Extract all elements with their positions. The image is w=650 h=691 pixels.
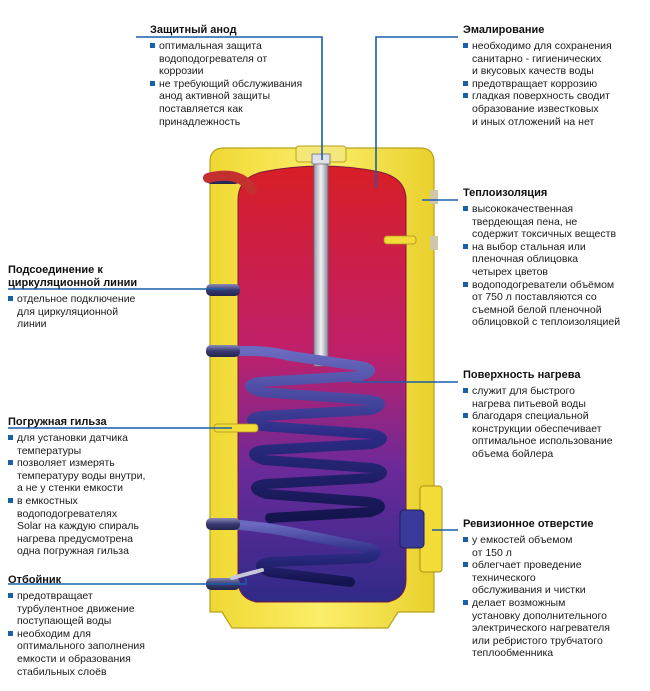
bullet-icon — [463, 388, 468, 393]
callout-title: Погружная гильза — [8, 416, 107, 428]
baffle — [230, 568, 264, 580]
bullet-icon — [463, 80, 468, 86]
leader-lines — [8, 36, 458, 585]
bullet-icon — [150, 43, 155, 48]
bullet-icon — [463, 206, 468, 211]
bullet-icon — [8, 435, 13, 440]
bullet-icon — [8, 296, 13, 301]
callout-title: Теплоизоляция — [463, 187, 548, 199]
anode-rod — [313, 159, 329, 367]
bullet-icon — [463, 43, 468, 48]
bullet-icon — [463, 243, 468, 249]
callout-title: Защитный анод — [150, 24, 237, 36]
bullet-icon — [463, 93, 468, 99]
callout-title: Эмалирование — [463, 24, 545, 36]
bullet-icon — [463, 413, 468, 419]
bullet-icon — [463, 562, 468, 568]
bullet-icon — [8, 497, 13, 503]
bullet-icon — [463, 599, 468, 605]
bullet-icon — [8, 630, 13, 636]
bullet-icon — [463, 281, 468, 287]
callout-title: Поверхность нагрева — [463, 369, 581, 381]
callout-inspection-opening: Ревизионное отверстие у емкостей объемом… — [463, 518, 645, 660]
heating-coil — [207, 346, 387, 587]
right-sleeve — [383, 235, 417, 245]
callout-title: Отбойник — [8, 574, 62, 586]
bullet-icon — [8, 593, 13, 598]
callout-title: Ревизионное отверстие — [463, 518, 594, 530]
bullet-icon — [150, 80, 155, 86]
bullet-icon — [8, 460, 13, 466]
bullet-icon — [463, 537, 468, 542]
list-item: предотвращает коррозию — [463, 78, 643, 91]
